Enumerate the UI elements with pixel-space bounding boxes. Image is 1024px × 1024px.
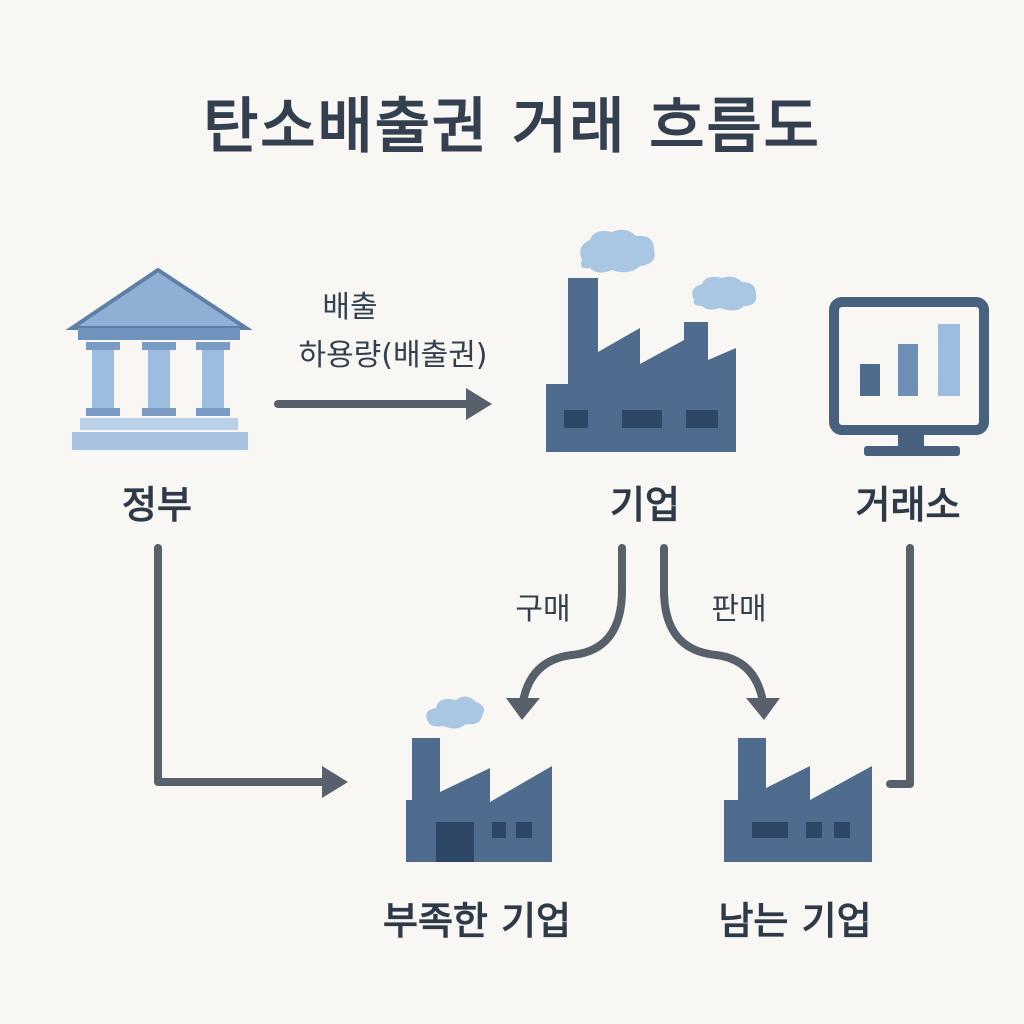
government-label: 정부 <box>122 483 192 527</box>
deficit-company-factory-icon <box>406 696 552 862</box>
company-factory-icon <box>546 229 757 452</box>
surplus-company-factory-icon <box>724 738 872 862</box>
company-label: 기업 <box>610 483 680 527</box>
smoke-icon <box>692 276 757 311</box>
government-to-deficit-arrow <box>154 544 336 786</box>
sell-arrow <box>660 544 768 712</box>
sell-label: 판매 <box>711 592 767 627</box>
deficit-company-label: 부족한 기업 <box>382 899 572 943</box>
smoke-icon <box>580 229 655 273</box>
buy-label: 구매 <box>515 592 571 627</box>
diagram-title: 탄소배출권 거래 흐름도 <box>203 92 821 162</box>
buy-arrow <box>518 544 626 712</box>
government-arrowhead <box>322 766 348 798</box>
allowance-label-line2: 하용량(배출권) <box>298 338 488 373</box>
surplus-company-label: 남는 기업 <box>718 899 872 943</box>
sell-arrowhead <box>746 698 780 720</box>
buy-arrowhead <box>506 698 540 720</box>
exchange-to-surplus-line <box>886 544 914 788</box>
exchange-monitor-icon <box>829 297 989 456</box>
exchange-label: 거래소 <box>855 483 961 527</box>
government-building-icon <box>65 267 253 450</box>
allowance-arrowhead <box>466 388 492 420</box>
smoke-icon <box>426 696 484 729</box>
allowance-label-line1: 배출 <box>322 290 378 325</box>
